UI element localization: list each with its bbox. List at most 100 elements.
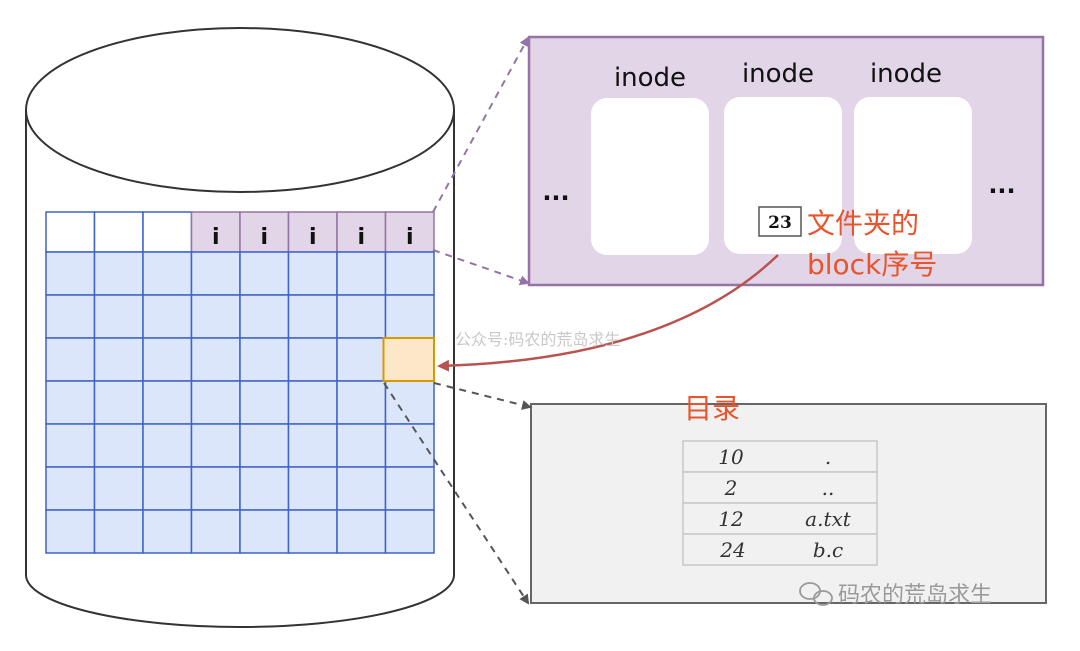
annotation-line-2: block序号 — [807, 248, 937, 281]
annotation-line-1: 文件夹的 — [807, 207, 919, 240]
wechat-watermark: 码农的荒岛求生 — [799, 582, 992, 608]
inode-box-1 — [591, 98, 709, 255]
data-block — [287, 251, 338, 296]
data-block — [287, 423, 338, 468]
data-block — [239, 294, 290, 339]
inode-block — [384, 211, 435, 253]
inode-mark: i — [212, 225, 220, 250]
data-block — [190, 337, 241, 382]
data-block — [45, 337, 96, 382]
data-block — [336, 251, 387, 296]
data-block — [287, 509, 338, 554]
empty-block — [45, 211, 96, 253]
data-block — [336, 466, 387, 511]
data-block — [190, 380, 241, 425]
data-block — [384, 466, 435, 511]
data-block — [93, 251, 144, 296]
inode-table-panel: inode inode inode ... ... 23 — [527, 35, 1045, 287]
watermark-center: 公众号:码农的荒岛求生 — [455, 330, 620, 349]
data-block — [239, 423, 290, 468]
directory-entry-name: .. — [822, 476, 835, 500]
data-block — [336, 509, 387, 554]
directory-inode-number: 10 — [718, 445, 744, 469]
block-number: 23 — [768, 213, 792, 233]
data-block — [93, 466, 144, 511]
data-block — [239, 466, 290, 511]
inode-mark: i — [406, 225, 414, 250]
inode-mark: i — [357, 225, 365, 250]
wechat-account: 码农的荒岛求生 — [838, 583, 992, 608]
empty-block — [93, 211, 144, 253]
data-block — [287, 337, 338, 382]
ellipsis-left: ... — [542, 178, 569, 206]
data-block — [384, 251, 435, 296]
data-block — [239, 337, 290, 382]
data-block — [384, 294, 435, 339]
ellipsis-right: ... — [988, 171, 1015, 199]
data-block — [142, 423, 193, 468]
data-block — [190, 466, 241, 511]
data-block — [287, 380, 338, 425]
inode-label-1: inode — [614, 63, 686, 93]
data-block — [336, 337, 387, 382]
data-block — [93, 337, 144, 382]
block-number-box — [758, 206, 802, 237]
directory-row — [682, 440, 878, 473]
data-block — [142, 466, 193, 511]
directory-data-block — [382, 337, 435, 382]
data-block — [142, 337, 193, 382]
directory-row — [682, 471, 878, 504]
directory-inode-number: 2 — [724, 476, 738, 500]
connectors — [383, 36, 779, 605]
data-block — [93, 423, 144, 468]
empty-block — [142, 211, 193, 253]
data-block — [45, 509, 96, 554]
data-block — [239, 251, 290, 296]
data-block — [45, 466, 96, 511]
block-pointer-curve — [437, 254, 779, 372]
data-block — [336, 423, 387, 468]
data-block — [45, 380, 96, 425]
directory-title: 目录 — [684, 392, 740, 425]
directory-entry-name: . — [825, 445, 831, 469]
data-block — [239, 509, 290, 554]
data-block — [93, 380, 144, 425]
data-block — [384, 423, 435, 468]
data-block — [142, 380, 193, 425]
data-block — [142, 251, 193, 296]
data-block — [336, 380, 387, 425]
block-grid — [45, 211, 435, 554]
cylinder-top — [25, 27, 455, 193]
data-block — [45, 423, 96, 468]
inode-mark: i — [260, 225, 268, 250]
data-block — [142, 294, 193, 339]
inode-block — [287, 211, 338, 253]
wechat-icon — [799, 582, 833, 606]
data-block — [93, 509, 144, 554]
directory-entry-name: a.txt — [805, 507, 852, 531]
data-block — [190, 509, 241, 554]
data-block — [287, 466, 338, 511]
data-block — [142, 509, 193, 554]
inode-mark: i — [309, 225, 317, 250]
directory-inode-number: 12 — [718, 507, 743, 531]
arrow-to-directory-bottom — [383, 382, 530, 605]
inode-label-3: inode — [870, 59, 942, 89]
data-block — [45, 251, 96, 296]
inode-box-3 — [854, 97, 972, 254]
data-block — [190, 251, 241, 296]
data-block — [384, 380, 435, 425]
data-block — [336, 294, 387, 339]
arrow-to-inode-bottom — [432, 249, 530, 286]
inode-label-2: inode — [742, 59, 814, 89]
directory-row — [682, 533, 878, 566]
arrow-to-directory-top — [433, 382, 532, 410]
directory-row — [682, 502, 878, 535]
inode-box-2 — [724, 97, 842, 254]
data-block — [190, 294, 241, 339]
data-block — [93, 294, 144, 339]
data-block — [384, 509, 435, 554]
data-block — [239, 380, 290, 425]
